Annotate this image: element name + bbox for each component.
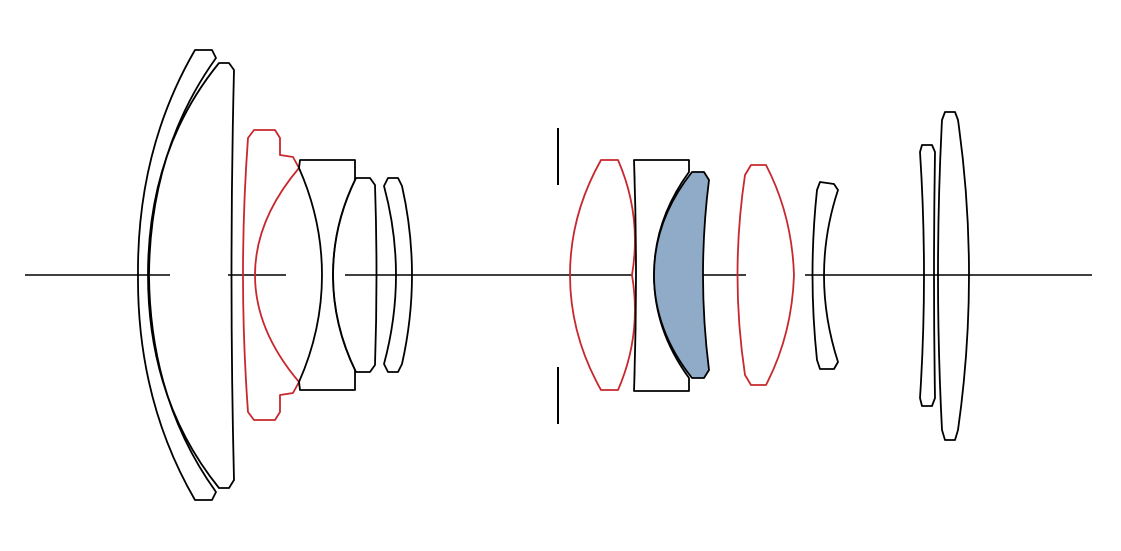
- lens-element-12: [919, 144, 936, 407]
- lens-element-13: [937, 111, 970, 441]
- lens-element-2: [147, 62, 235, 489]
- lens-element-6: [383, 177, 413, 373]
- lens-element-1: [137, 49, 217, 501]
- lens-element-7-special: [569, 159, 636, 391]
- lens-element-3-special: [242, 129, 300, 421]
- lens-element-10-special: [736, 164, 795, 386]
- lens-element-11: [811, 181, 839, 370]
- lens-element-9-highlight: [653, 171, 710, 379]
- lens-element-5: [332, 177, 378, 373]
